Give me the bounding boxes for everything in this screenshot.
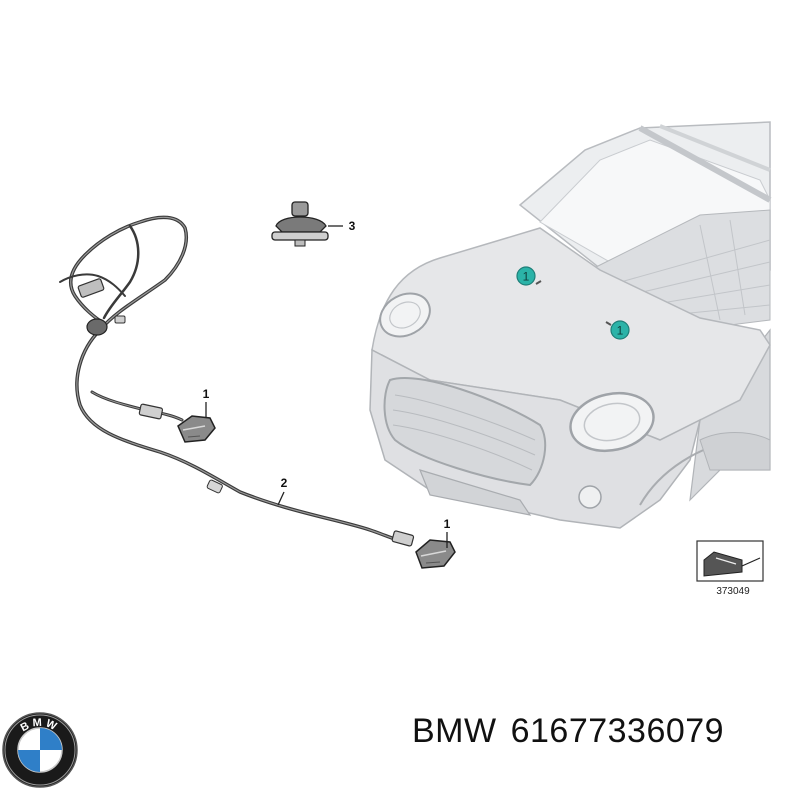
hood-marker-b-label: 1 xyxy=(617,324,624,338)
washer-jet-upper xyxy=(177,415,216,443)
reference-box: 373049 xyxy=(696,540,764,597)
car-fog-light xyxy=(578,485,602,509)
hood-marker-a-label: 1 xyxy=(523,270,530,284)
harness-grommet xyxy=(86,318,108,336)
part-number: 61677336079 xyxy=(510,712,725,750)
washer-hose-branch xyxy=(90,390,184,422)
callout-2: 2 xyxy=(281,476,288,490)
hood-marker-a: 1 xyxy=(516,266,542,286)
brand-name: BMW xyxy=(412,712,497,750)
washer-jet-lower xyxy=(415,539,456,569)
footer-caption: BMW 61677336079 xyxy=(412,712,724,751)
hood-marker-b: 1 xyxy=(605,320,630,340)
car-headlight-left xyxy=(379,292,431,338)
callout-leaders xyxy=(205,225,448,548)
callout-1-lower: 1 xyxy=(444,517,451,531)
washer-hose-main xyxy=(75,328,407,544)
callout-3: 3 xyxy=(349,219,356,233)
harness-connectors xyxy=(77,278,415,547)
bmw-logo-lettering: BMW xyxy=(19,717,59,735)
svg-text:BMW: BMW xyxy=(19,717,62,735)
bmw-logo: BMW xyxy=(2,712,78,788)
washer-hose-harness xyxy=(59,215,407,544)
car-body-illustration xyxy=(369,121,772,529)
callout-1-upper: 1 xyxy=(203,387,210,401)
reference-number: 373049 xyxy=(716,586,750,597)
t-fitting-part xyxy=(271,201,329,247)
